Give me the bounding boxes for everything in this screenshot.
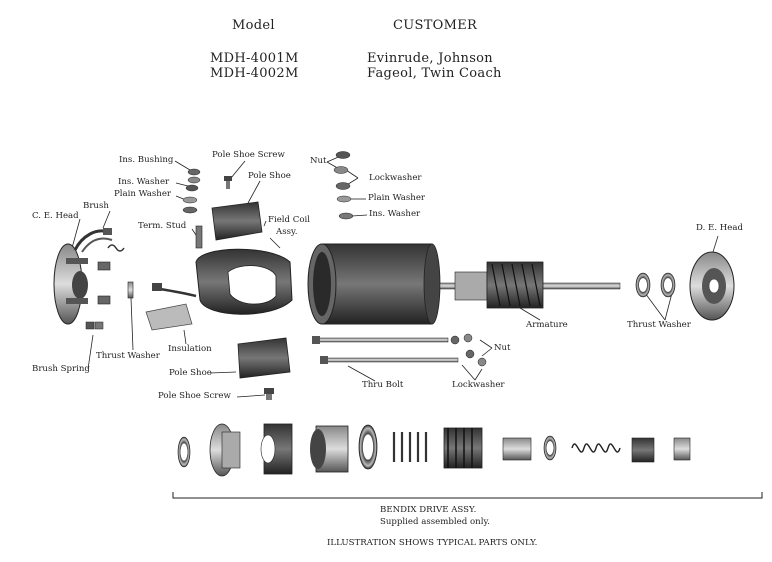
de-head (689, 251, 735, 321)
label-brush-spring: Brush Spring (32, 364, 90, 374)
label-thrust-washer-left: Thrust Washer (96, 351, 160, 361)
thrust-washer-left (127, 281, 134, 299)
label-pole-shoe-bottom: Pole Shoe (169, 368, 212, 378)
label-term-stud: Term. Stud (138, 221, 187, 231)
footer-bendix: BENDIX DRIVE ASSY. (380, 505, 477, 515)
footer-supplied: Supplied assembled only. (380, 517, 490, 527)
ins-bushing-stack (182, 168, 201, 214)
label-nut-bottom: Nut (494, 343, 511, 353)
label-ins-bushing: Ins. Bushing (119, 155, 174, 165)
field-coil-assy (152, 248, 293, 315)
insulation (145, 303, 193, 331)
label-assy: Assy. (276, 227, 298, 237)
pole-shoe-top (211, 201, 263, 241)
label-pole-shoe-screw-top: Pole Shoe Screw (212, 150, 285, 160)
label-pole-shoe-top: Pole Shoe (248, 171, 291, 181)
footer-illustration: ILLUSTRATION SHOWS TYPICAL PARTS ONLY. (327, 538, 538, 548)
label-field-coil: Field Coil (268, 215, 311, 225)
customer-2: Fageol, Twin Coach (367, 66, 502, 81)
label-armature: Armature (526, 320, 568, 330)
thrust-washers-right (635, 272, 676, 298)
label-ins-washer-right: Ins. Washer (369, 209, 421, 219)
model-2: MDH-4002M (210, 66, 299, 81)
model-1: MDH-4001M (210, 51, 299, 66)
customer-column-title: CUSTOMER (393, 18, 478, 33)
top-nut-washer-stack (333, 151, 354, 220)
pole-shoe-bottom (237, 337, 291, 379)
label-pole-shoe-screw-bottom: Pole Shoe Screw (158, 391, 231, 401)
frame-housing (307, 243, 441, 325)
armature (439, 261, 621, 309)
label-plain-washer-left: Plain Washer (114, 189, 172, 199)
brush (103, 228, 125, 252)
pole-shoe-screw-top (224, 176, 232, 189)
label-lockwasher-bottom: Lockwasher (452, 380, 505, 390)
brush-spring (85, 321, 104, 330)
thru-bolts (312, 336, 459, 364)
label-de-head: D. E. Head (696, 223, 743, 233)
model-column-title: Model (232, 18, 275, 33)
label-thru-bolt: Thru Bolt (362, 380, 404, 390)
label-lockwasher-top: Lockwasher (369, 173, 422, 183)
label-insulation: Insulation (168, 344, 212, 354)
label-ins-washer-left: Ins. Washer (118, 177, 170, 187)
label-ce-head: C. E. Head (32, 211, 79, 221)
customer-1: Evinrude, Johnson (367, 51, 493, 66)
label-brush: Brush (83, 201, 109, 211)
bendix-drive-parts (177, 423, 691, 477)
label-plain-washer-right: Plain Washer (368, 193, 426, 203)
label-thrust-washer-right: Thrust Washer (627, 320, 691, 330)
bottom-nut-washer-stack (450, 333, 487, 367)
term-stud (195, 225, 203, 249)
ce-head (53, 229, 113, 325)
pole-shoe-screw-bottom (264, 388, 274, 400)
label-nut-top: Nut (310, 156, 327, 166)
